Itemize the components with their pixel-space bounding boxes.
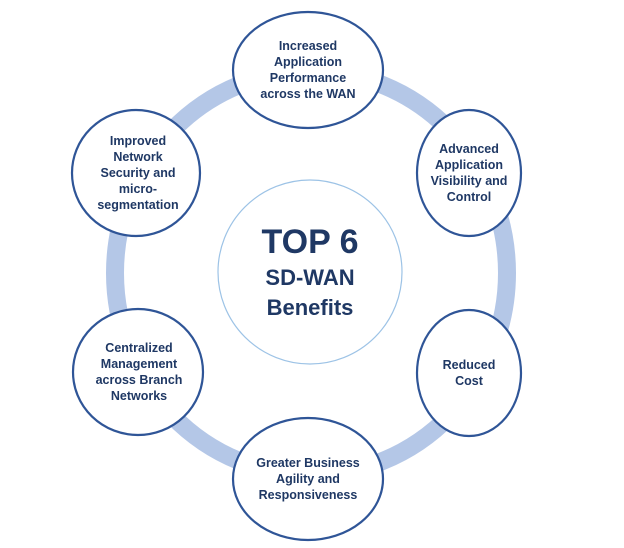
center-title-main: TOP 6 bbox=[261, 223, 359, 261]
benefit-network-security: Improved Network Security and micro-segm… bbox=[97, 134, 179, 212]
node-shape-bottom-left bbox=[71, 307, 205, 437]
node-shape-bottom-right bbox=[415, 308, 523, 438]
center-subtitle-1: SD-WAN bbox=[265, 265, 355, 290]
node-shape-top-left bbox=[70, 108, 202, 238]
node-shape-top bbox=[231, 10, 385, 130]
benefit-application-performance: Increased Application Performance across… bbox=[260, 39, 356, 101]
benefit-visibility-control: Advanced Application Visibility and Cont… bbox=[430, 142, 508, 204]
node-shape-top-right bbox=[415, 108, 523, 238]
center-subtitle-2: Benefits bbox=[266, 295, 354, 320]
node-shape-bottom bbox=[231, 416, 385, 542]
center-title: TOP 6 SD-WAN Benefits bbox=[218, 180, 402, 364]
center-circle bbox=[217, 179, 403, 365]
benefit-reduced-cost: Reduced Cost bbox=[442, 358, 496, 388]
benefit-centralized-management: Centralized Management across Branch Net… bbox=[95, 341, 183, 403]
benefit-business-agility: Greater Business Agility and Responsiven… bbox=[256, 456, 360, 502]
